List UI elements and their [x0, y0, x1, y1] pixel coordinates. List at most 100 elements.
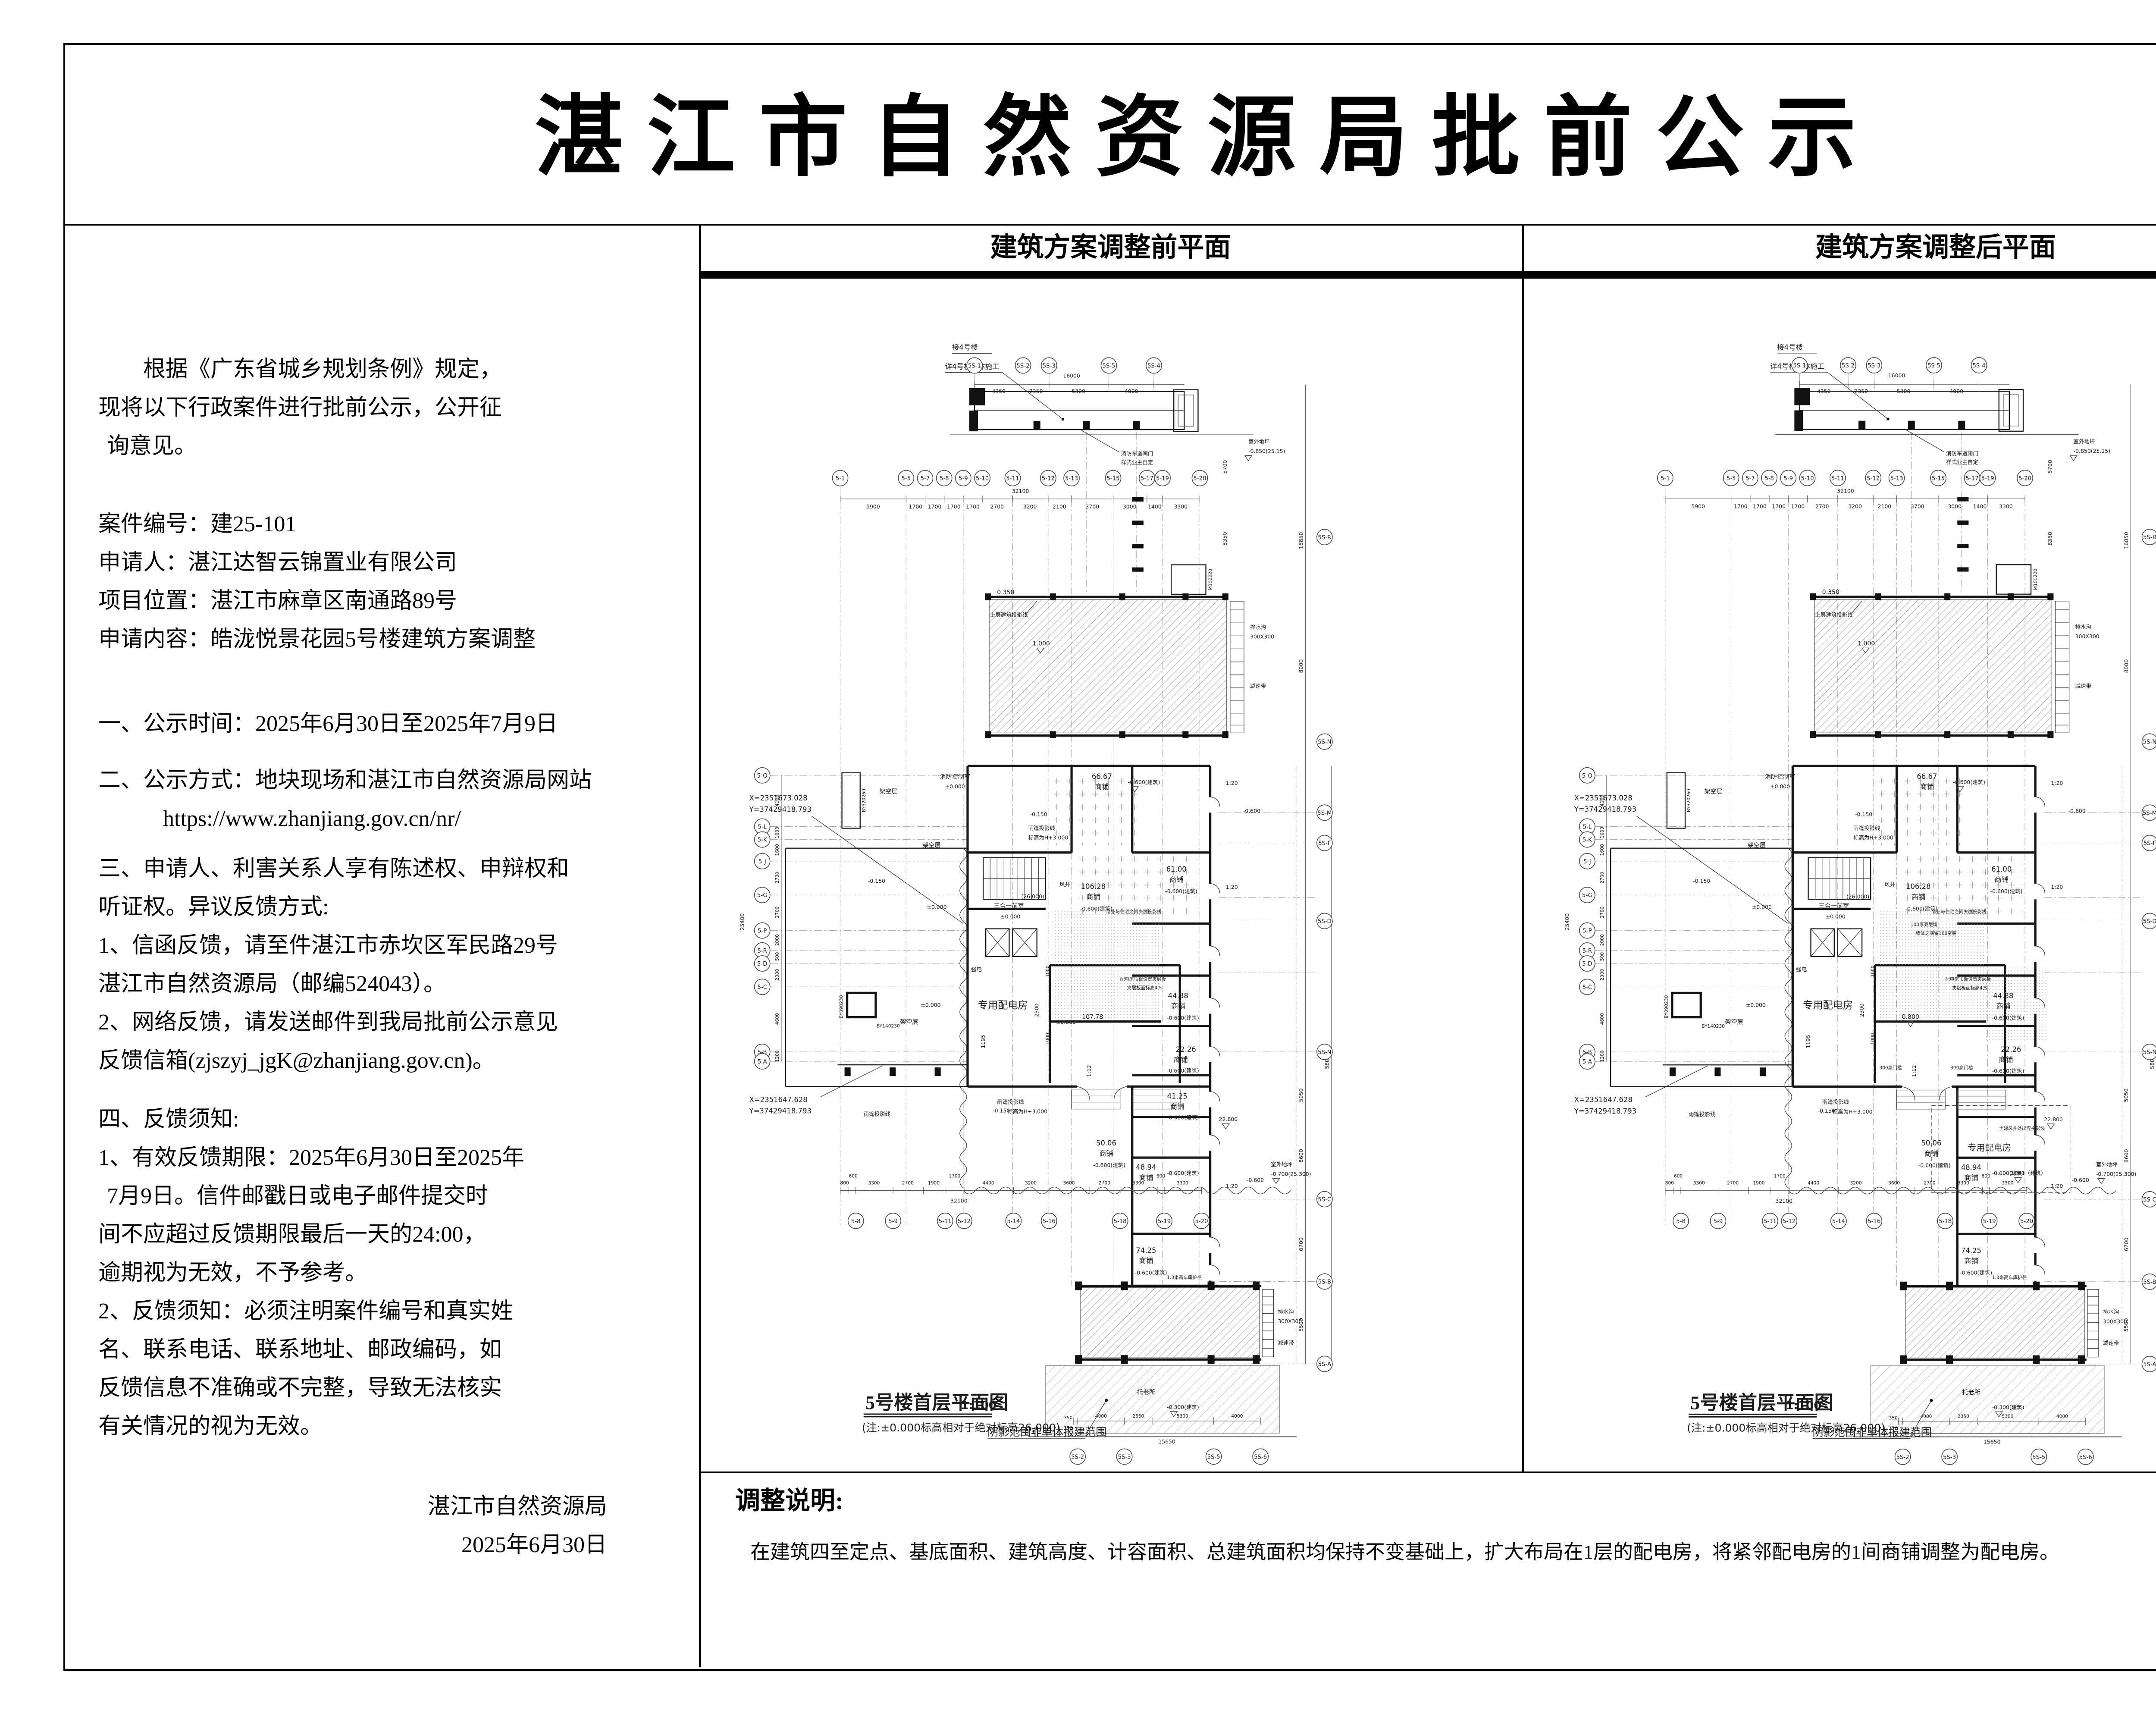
svg-text:5-7: 5-7 [921, 476, 930, 482]
svg-text:商业与住宅之间夹层投影线: 商业与住宅之间夹层投影线 [1931, 909, 1987, 914]
svg-text:5-11: 5-11 [1831, 475, 1844, 482]
svg-text:BY320260: BY320260 [861, 789, 867, 812]
svg-text:M100220: M100220 [2033, 568, 2038, 590]
svg-text:5-C: 5-C [757, 984, 767, 991]
svg-text:-0.700(25.300): -0.700(25.300) [2096, 1171, 2136, 1177]
svg-text:-0.600(建筑): -0.600(建筑) [1128, 779, 1160, 785]
svg-text:3300: 3300 [1693, 1180, 1705, 1186]
svg-text:300高门槛: 300高门槛 [1950, 1065, 1973, 1070]
svg-text:4000: 4000 [2056, 1413, 2068, 1419]
para-line: 现将以下行政案件进行批前公示，公开征 [98, 395, 502, 420]
svg-text:5-D: 5-D [1582, 961, 1592, 967]
svg-text:22.26: 22.26 [1176, 1045, 1196, 1054]
svg-text:5S-6: 5S-6 [1254, 1454, 1267, 1460]
svg-text:-0.600(建筑): -0.600(建筑) [1167, 1170, 1199, 1176]
svg-text:300X300: 300X300 [1278, 1318, 1302, 1324]
svg-text:±0.000: ±0.000 [1770, 783, 1790, 790]
svg-text:3300: 3300 [1174, 503, 1188, 510]
svg-text:5S-B: 5S-B [2143, 1279, 2156, 1286]
svg-text:8600: 8600 [2123, 1149, 2129, 1163]
svg-text:5300: 5300 [1177, 1413, 1188, 1419]
svg-text:1600: 1600 [774, 844, 780, 856]
item-4-1: 1、有效反馈期限：2025年6月30日至2025年 [98, 1145, 525, 1170]
svg-text:1:20: 1:20 [2051, 1183, 2063, 1189]
svg-text:-0.600: -0.600 [1247, 1177, 1264, 1183]
svg-text:5-A: 5-A [758, 1059, 767, 1065]
svg-text:-0.600(建筑): -0.600(建筑) [1167, 1114, 1199, 1121]
svg-text:5-R: 5-R [757, 948, 767, 954]
svg-text:架空层: 架空层 [879, 788, 897, 795]
svg-text:15650: 15650 [1158, 1438, 1175, 1445]
svg-text:X=2351673.028: X=2351673.028 [1574, 794, 1633, 802]
svg-text:Y=37429418.793: Y=37429418.793 [749, 805, 812, 813]
svg-text:2700: 2700 [1599, 872, 1605, 883]
svg-text:-0.600(建筑): -0.600(建筑) [1167, 1067, 1199, 1074]
svg-text:5S-F: 5S-F [1318, 841, 1331, 847]
svg-text:商铺: 商铺 [1170, 1103, 1185, 1111]
svg-text:商铺: 商铺 [1139, 1257, 1153, 1265]
svg-text:商业与住宅之间夹层投影线: 商业与住宅之间夹层投影线 [1106, 909, 1161, 914]
svg-text:1.3米高车库护栏: 1.3米高车库护栏 [1992, 1275, 2027, 1280]
svg-text:-0.150: -0.150 [1855, 811, 1872, 817]
svg-text:1200: 1200 [1599, 1050, 1605, 1062]
svg-text:5-9: 5-9 [1714, 1218, 1723, 1225]
website-url: https://www.zhanjiang.gov.cn/nr/ [163, 806, 461, 831]
svg-text:1:12: 1:12 [1085, 1065, 1092, 1077]
svg-text:4000: 4000 [1231, 1413, 1243, 1419]
item-4-1: 间不应超过反馈期限最后一天的24:00， [98, 1222, 486, 1247]
svg-text:5-18: 5-18 [1114, 1218, 1127, 1225]
svg-text:商铺: 商铺 [1994, 875, 2009, 884]
svg-text:16000: 16000 [1063, 373, 1080, 379]
room-labels: 专用配电房 专用配电房 0.800（建筑） 土建风井处出界投影线 消防控制室±0… [1664, 773, 2046, 1183]
svg-text:5S-1: 5S-1 [968, 363, 981, 369]
svg-text:排水沟: 排水沟 [1278, 1308, 1294, 1315]
svg-text:商铺: 商铺 [1174, 1056, 1188, 1064]
svg-text:5S-B: 5S-B [1318, 1279, 1331, 1285]
svg-text:22.800: 22.800 [1219, 1116, 1238, 1123]
room-labels: 专用配电房 消防控制室±0.000 架空层 架空层 架空层 三合一前室(26.0… [839, 773, 1103, 1117]
svg-text:1:20: 1:20 [1226, 884, 1238, 890]
svg-text:8000: 8000 [1298, 659, 1304, 673]
svg-text:商铺: 商铺 [1999, 1056, 2013, 1064]
para-line: 根据《广东省城乡规划条例》规定， [143, 357, 502, 382]
site-level-top: 室外地坪 -0.850(25.15) [1244, 438, 1285, 461]
svg-text:5-19: 5-19 [1981, 475, 1994, 482]
svg-text:2700: 2700 [902, 1180, 914, 1186]
svg-text:5-11: 5-11 [1764, 1218, 1777, 1225]
svg-text:4400: 4400 [1808, 1180, 1819, 1186]
svg-text:商铺: 商铺 [1099, 1149, 1113, 1158]
svg-text:3600: 3600 [1063, 1180, 1075, 1186]
svg-text:5-14: 5-14 [1007, 1218, 1020, 1225]
svg-text:5-19: 5-19 [1983, 1218, 1996, 1225]
svg-text:2700: 2700 [774, 872, 780, 883]
svg-text:BY320260: BY320260 [1686, 789, 1692, 812]
svg-text:5-18: 5-18 [1939, 1218, 1952, 1225]
svg-text:±0.000: ±0.000 [945, 783, 965, 790]
svg-text:5-8: 5-8 [940, 476, 949, 482]
svg-text:X=2351647.628: X=2351647.628 [749, 1095, 808, 1104]
svg-text:1:20: 1:20 [2051, 780, 2063, 786]
svg-text:消防车道闸门: 消防车道闸门 [1121, 450, 1153, 457]
svg-text:减速带: 减速带 [2075, 683, 2091, 689]
svg-text:5S-4: 5S-4 [1972, 363, 1985, 369]
svg-text:-0.600(建筑): -0.600(建筑) [1167, 1015, 1199, 1021]
svg-text:±0.000: ±0.000 [927, 904, 946, 910]
svg-text:-0.600(建筑): -0.600(建筑) [1953, 779, 1985, 785]
svg-text:(注:±0.000标高相对于绝对标高26,000): (注:±0.000标高相对于绝对标高26,000) [862, 1421, 1060, 1434]
svg-text:商铺: 商铺 [1964, 1257, 1978, 1265]
svg-text:5-13: 5-13 [1065, 476, 1078, 482]
svg-text:5-K: 5-K [758, 837, 767, 844]
page-border [63, 43, 2156, 1671]
svg-text:排水沟: 排水沟 [2075, 624, 2091, 630]
svg-text:1200: 1200 [774, 1050, 780, 1062]
svg-text:8600: 8600 [1298, 1149, 1304, 1163]
svg-text:5-9: 5-9 [1783, 475, 1793, 482]
svg-text:5-8: 5-8 [851, 1218, 861, 1225]
svg-text:350: 350 [1064, 1425, 1073, 1431]
svg-text:5S-5: 5S-5 [1207, 1454, 1220, 1460]
svg-text:X=2351647.628: X=2351647.628 [1574, 1096, 1633, 1104]
svg-text:3300: 3300 [1177, 1180, 1188, 1186]
